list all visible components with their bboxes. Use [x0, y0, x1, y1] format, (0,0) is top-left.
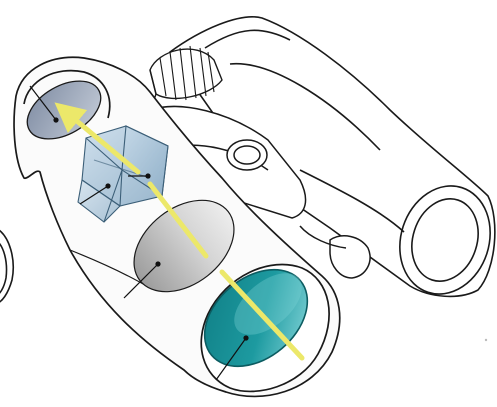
speck: [485, 339, 487, 341]
left-barrel-fragment: [0, 228, 13, 304]
